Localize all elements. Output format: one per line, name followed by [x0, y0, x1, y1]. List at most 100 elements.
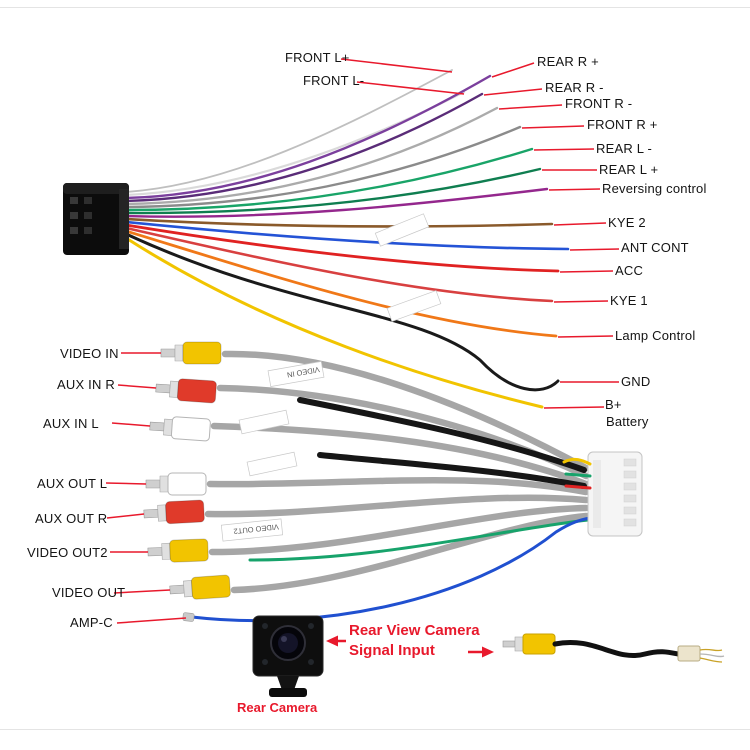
leader-acc: [559, 270, 614, 273]
rca-collar: [159, 475, 169, 493]
stub-yellow: [562, 457, 592, 466]
leader-kye-1: [553, 300, 609, 303]
kye-2-wire: [124, 217, 554, 228]
camera-signal-plug: [502, 633, 725, 663]
front-r-plus-wire: [124, 125, 522, 209]
rca-tip: [145, 479, 161, 489]
iso-connector-pin-strip: [119, 189, 129, 249]
arrow-left-head: [326, 635, 338, 647]
leader-aux-out-r: [106, 513, 145, 519]
label-front-r-minus: FRONT R -: [565, 96, 633, 111]
rear-l-minus-wire: [124, 147, 534, 212]
rca-collar: [514, 636, 524, 652]
rca-collar: [161, 542, 171, 560]
rear-white-connector: [587, 451, 643, 537]
black-cable-1: [297, 397, 587, 473]
rca-tip: [149, 421, 165, 432]
rca-body: [176, 378, 217, 404]
amp-c-terminal: [182, 612, 195, 622]
label-rear-camera: Rear Camera: [237, 700, 318, 715]
video-out-cable: [230, 512, 590, 594]
label-b-plus: B+: [605, 397, 622, 412]
label-video-out: VIDEO OUT: [52, 585, 126, 600]
camera-lens: [278, 633, 298, 653]
label-video-in: VIDEO IN: [60, 346, 119, 361]
label-reversing-control: Reversing control: [602, 181, 707, 196]
leader-aux-in-r: [117, 384, 157, 389]
wire-tag: [238, 409, 290, 435]
label-amp-c: AMP-C: [70, 615, 113, 630]
rca-plugs: [143, 341, 231, 622]
label-front-l-plus: FRONT L+: [285, 50, 350, 65]
leader-lamp-control: [557, 335, 614, 338]
leader-rear-l-minus: [533, 148, 595, 151]
aux-in-r-plug: [155, 378, 217, 404]
label-acc: ACC: [615, 263, 644, 278]
aux-out-r-cable: [204, 494, 590, 518]
camera-signal-cable: [552, 640, 681, 658]
wire-tag: [374, 213, 430, 247]
black-cable-2: [317, 452, 587, 489]
rear-camera: [252, 615, 324, 697]
top-border-line: [0, 7, 750, 8]
leader-front-l-plus: [340, 58, 453, 73]
label-video-out2: VIDEO OUT2: [27, 545, 108, 560]
rca-collar: [174, 344, 184, 362]
label-aux-out-l: AUX OUT L: [37, 476, 108, 491]
label-rear-view-camera-line2: Signal Input: [349, 642, 435, 659]
camera-led: [308, 623, 314, 629]
aux-out-r-plug: [143, 499, 205, 525]
label-lamp-control: Lamp Control: [615, 328, 696, 343]
rca-tip: [143, 508, 159, 519]
wire-tag: [246, 451, 298, 477]
video-in-plug: [160, 341, 222, 365]
leader-kye-2: [553, 222, 607, 226]
camera-led: [308, 659, 314, 665]
wire-tag-video-out2: VIDEO OUT2: [220, 518, 284, 542]
rca-body: [182, 341, 222, 365]
leader-front-l-minus: [356, 81, 465, 95]
leader-b-plus: [543, 406, 605, 409]
rca-body: [190, 574, 231, 600]
red-arrows: [326, 635, 494, 658]
rca-tip: [160, 348, 176, 358]
label-battery: Battery: [606, 414, 649, 429]
leader-front-r-minus: [498, 104, 563, 110]
video-in-cable: [221, 350, 590, 472]
rear-connector-notch: [593, 460, 601, 528]
rear-l-plus-wire: [124, 167, 542, 215]
stub-green: [564, 472, 592, 478]
leader-front-r-plus: [521, 125, 585, 129]
iso-pin: [84, 227, 92, 234]
rca-tip: [169, 584, 185, 595]
label-front-l-minus: FRONT L-: [303, 73, 365, 88]
rear-connector-slot: [623, 494, 637, 503]
rear-connector-wire-stubs: [562, 457, 592, 490]
camera-bracket-base: [269, 688, 307, 697]
rca-body: [165, 499, 205, 525]
camera-lens-glint: [281, 636, 287, 642]
rear-connector-slot: [623, 458, 637, 467]
leader-rear-r-minus: [483, 88, 543, 96]
leader-aux-in-l: [111, 422, 151, 427]
pigtail-wire: [699, 648, 723, 652]
b-plus-wire: [124, 236, 544, 409]
rear-r-plus-wire: [124, 74, 492, 200]
leader-reversing-control: [548, 188, 601, 191]
leader-rear-r-plus: [491, 62, 535, 78]
rca-body: [169, 538, 209, 563]
rca-tip: [147, 547, 163, 557]
pigtail-connector: [677, 645, 701, 662]
iso-pin: [84, 197, 92, 204]
label-gnd: GND: [621, 374, 651, 389]
iso-pin: [84, 212, 92, 219]
camera-led: [262, 659, 268, 665]
label-rear-l-plus: REAR L +: [599, 162, 659, 177]
leader-video-out: [113, 589, 171, 594]
arrow-right-head: [482, 646, 494, 658]
lamp-control-wire: [124, 229, 558, 338]
kye-1-wire: [124, 226, 554, 303]
iso-pin: [70, 212, 78, 219]
label-aux-out-r: AUX OUT R: [35, 511, 108, 526]
